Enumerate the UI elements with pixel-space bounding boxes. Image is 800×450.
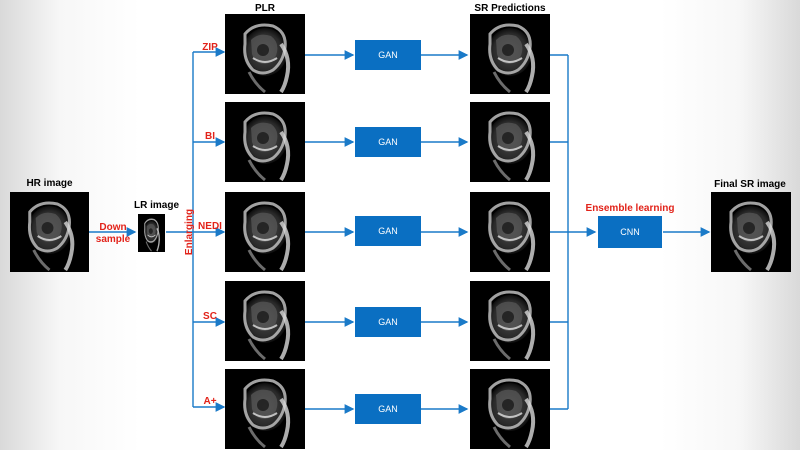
method-label-sc: SC xyxy=(203,311,217,322)
knee-mri-icon xyxy=(225,192,305,272)
down-sample-line1: Down xyxy=(99,222,127,233)
knee-mri-icon xyxy=(470,192,550,272)
final-sr-image-label: Final SR image xyxy=(714,179,786,190)
down-sample-label: Down sample xyxy=(90,222,136,246)
plr-image-zip xyxy=(225,14,305,94)
gan-box-5: GAN xyxy=(355,394,421,424)
knee-mri-icon xyxy=(225,102,305,182)
hr-image-label: HR image xyxy=(26,178,73,189)
method-label-bi: BI xyxy=(205,131,215,142)
sr-prediction-image-2 xyxy=(470,102,550,182)
knee-mri-icon xyxy=(470,281,550,361)
knee-mri-icon xyxy=(138,214,165,252)
knee-mri-icon xyxy=(470,14,550,94)
sr-prediction-image-3 xyxy=(470,192,550,272)
knee-mri-icon xyxy=(10,192,89,272)
knee-mri-icon xyxy=(225,281,305,361)
knee-mri-icon xyxy=(470,102,550,182)
gan-box-3: GAN xyxy=(355,216,421,246)
plr-image-a-plus xyxy=(225,369,305,449)
knee-mri-icon xyxy=(225,369,305,449)
plr-image-bi xyxy=(225,102,305,182)
gan-box-2: GAN xyxy=(355,127,421,157)
plr-column-title: PLR xyxy=(255,3,275,14)
lr-image-label: LR image xyxy=(134,200,180,211)
method-label-zip: ZIP xyxy=(202,42,218,53)
knee-mri-icon xyxy=(470,369,550,449)
knee-mri-icon xyxy=(225,14,305,94)
final-sr-mri-image xyxy=(711,192,791,272)
sr-prediction-image-5 xyxy=(470,369,550,449)
gan-box-1: GAN xyxy=(355,40,421,70)
sr-prediction-image-1 xyxy=(470,14,550,94)
down-sample-line2: sample xyxy=(95,234,131,245)
lr-mri-image xyxy=(138,214,165,252)
enlarging-label: Enlarging xyxy=(184,208,195,256)
method-label-nedi: NEDI xyxy=(198,221,222,232)
plr-image-nedi xyxy=(225,192,305,272)
method-label-a-plus: A+ xyxy=(203,396,217,407)
cnn-box: CNN xyxy=(598,216,662,248)
gan-box-4: GAN xyxy=(355,307,421,337)
plr-image-sc xyxy=(225,281,305,361)
hr-mri-image xyxy=(10,192,89,272)
knee-mri-icon xyxy=(711,192,791,272)
ensemble-learning-label: Ensemble learning xyxy=(585,203,675,214)
sr-prediction-image-4 xyxy=(470,281,550,361)
sr-predictions-column-title: SR Predictions xyxy=(474,3,546,14)
